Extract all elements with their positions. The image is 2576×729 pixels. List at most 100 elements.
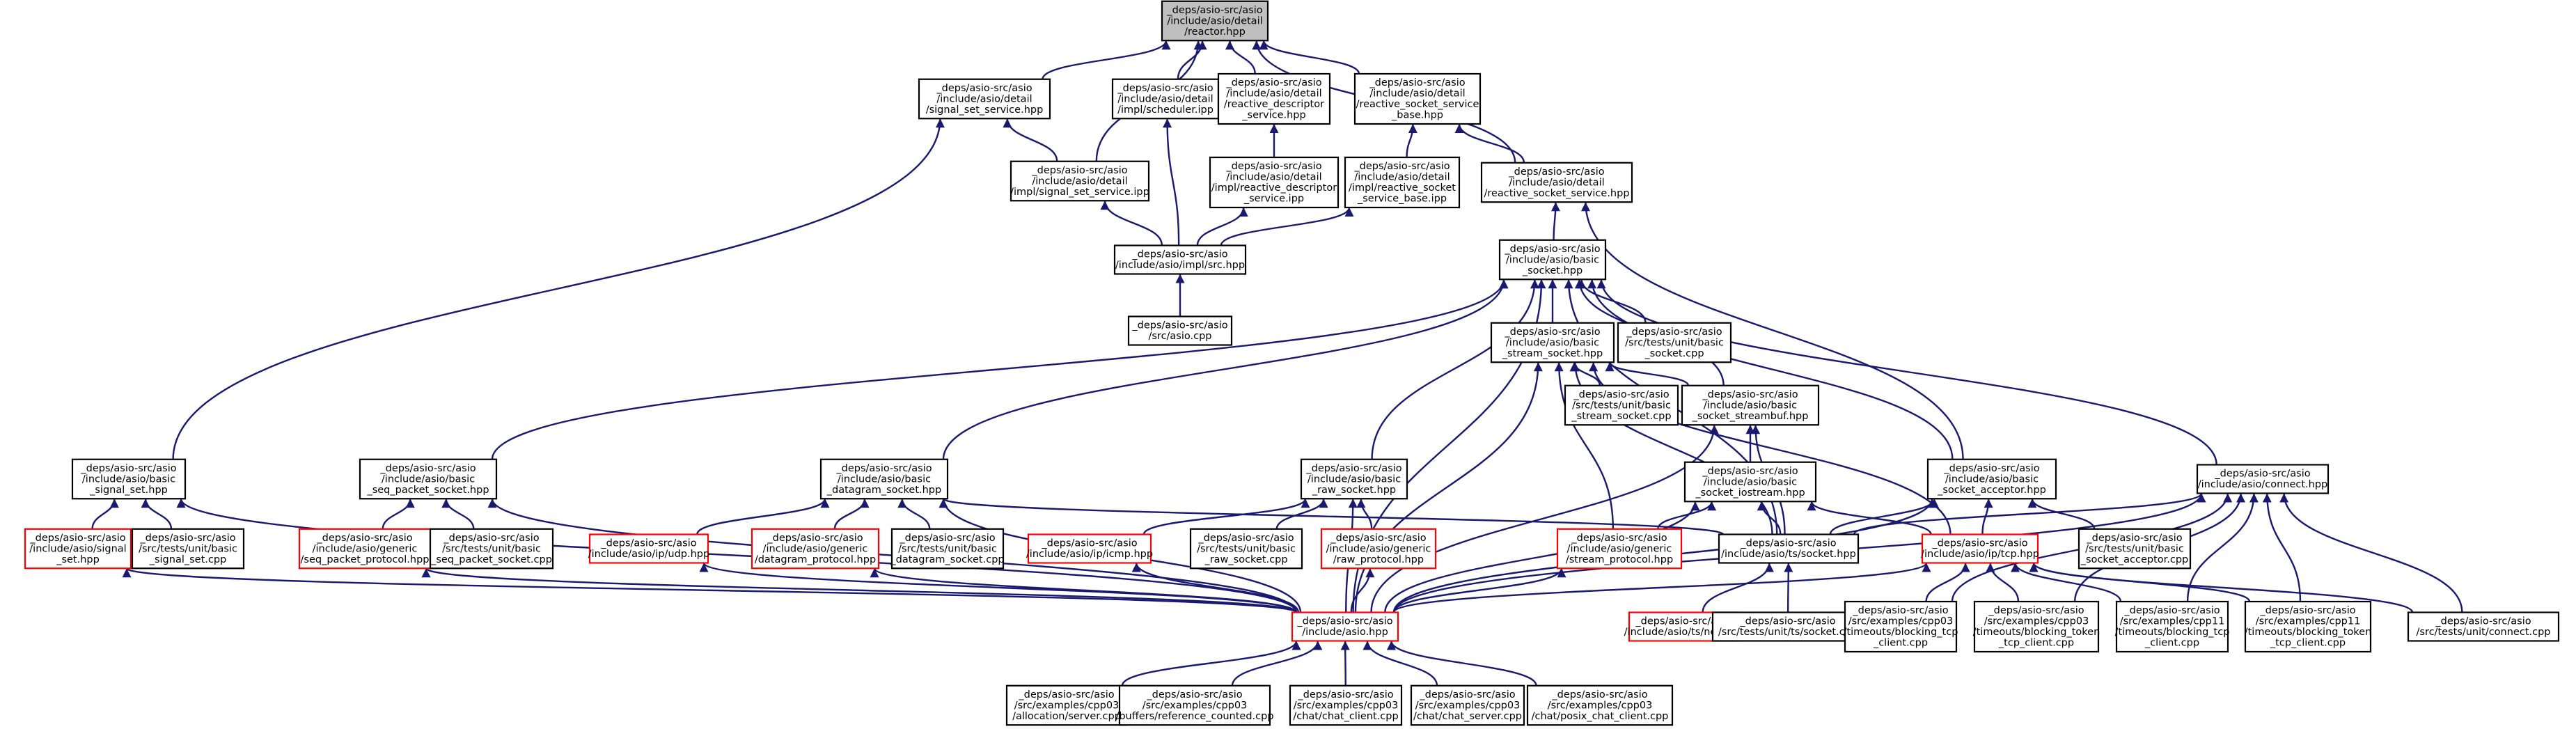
node-label-line: /impl/reactive_socket <box>1349 182 1456 194</box>
node-basic_stream_socket[interactable]: _deps/asio-src/asio/include/asio/basic_s… <box>1490 322 1615 363</box>
node-scheduler_ipp[interactable]: _deps/asio-src/asio/include/asio/detail/… <box>1111 78 1220 120</box>
node-reactive_socket_service_base[interactable]: _deps/asio-src/asio/include/asio/detail/… <box>1353 72 1482 125</box>
edge-ip_icmp-to-basic_raw_socket <box>1142 498 1310 535</box>
node-label-line: /include/asio/basic <box>1704 476 1797 487</box>
node-tests_basic_raw_socket[interactable]: _deps/asio-src/asio/src/tests/unit/basic… <box>1189 528 1303 570</box>
edge-tests_ts_socket-to-ts_socket <box>1784 563 1793 613</box>
node-label-line: /include/asio/detail <box>936 93 1032 104</box>
edge-tests_basic_signal_set-to-basic_signal_set <box>141 499 173 529</box>
node-box <box>1681 384 1820 426</box>
node-tests_basic_datagram_socket[interactable]: _deps/asio-src/asio/src/tests/unit/basic… <box>890 528 1005 570</box>
edge-ex_chat_client-to-asio_hpp <box>1340 641 1350 686</box>
node-signal_set[interactable]: _deps/asio-src/asio/include/asio/signal_… <box>24 528 132 570</box>
node-ex_allocation_server[interactable]: _deps/asio-src/asio/src/examples/cpp03/a… <box>1005 684 1128 726</box>
edge-signal_set-to-basic_signal_set <box>91 499 119 529</box>
node-box <box>1926 458 2057 500</box>
node-ip_udp[interactable]: _deps/asio-src/asio/include/asio/ip/udp.… <box>588 533 709 564</box>
node-basic_socket_iostream[interactable]: _deps/asio-src/asio/include/asio/basic_s… <box>1683 461 1817 503</box>
node-connect[interactable]: _deps/asio-src/asio/include/asio/connect… <box>2196 464 2330 494</box>
node-label-line: _deps/asio-src/asio <box>1740 538 1836 549</box>
node-generic_seq_packet_protocol[interactable]: _deps/asio-src/asio/include/asio/generic… <box>298 528 432 570</box>
node-box <box>1490 322 1615 363</box>
node-basic_socket_streambuf[interactable]: _deps/asio-src/asio/include/asio/basic_s… <box>1681 384 1820 426</box>
node-basic_signal_set[interactable]: _deps/asio-src/asio/include/asio/basic_s… <box>71 458 187 500</box>
node-box <box>1617 322 1732 363</box>
node-label-line: _deps/asio-src/asio <box>2259 605 2355 616</box>
node-label-line: /include/asio/detail <box>1167 15 1262 26</box>
node-ex_blocking_tcp_client_11[interactable]: _deps/asio-src/asio/src/examples/cpp11/t… <box>2115 600 2230 653</box>
node-label-line: /src/examples/cpp03 <box>1984 616 2089 627</box>
node-signal_set_service_ipp[interactable]: _deps/asio-src/asio/include/asio/detail/… <box>1010 160 1150 202</box>
node-ex_blocking_tcp_client_03[interactable]: _deps/asio-src/asio/src/examples/cpp03/t… <box>1844 600 1958 653</box>
node-box <box>24 528 132 570</box>
node-label-line: /timeouts/blocking_tcp <box>2115 627 2230 638</box>
node-generic_datagram_protocol[interactable]: _deps/asio-src/asio/include/asio/generic… <box>751 528 880 570</box>
node-reactor[interactable]: _deps/asio-src/asio/include/asio/detail/… <box>1161 0 1269 42</box>
node-tests_ts_socket[interactable]: _deps/asio-src/asio/src/tests/unit/ts/so… <box>1711 611 1864 642</box>
node-ex_blocking_token_tcp_client_03[interactable]: _deps/asio-src/asio/src/examples/cpp03/t… <box>1973 600 2100 653</box>
node-ex_chat_client[interactable]: _deps/asio-src/asio/src/examples/cpp03/c… <box>1289 684 1403 726</box>
edge-impl_src-to-signal_set_service_ipp <box>1100 201 1163 246</box>
node-reactive_socket_service_base_ipp[interactable]: _deps/asio-src/asio/include/asio/detail/… <box>1344 156 1461 209</box>
node-label-line: /include/asio/basic <box>382 473 475 485</box>
node-tests_basic_socket[interactable]: _deps/asio-src/asio/src/tests/unit/basic… <box>1617 322 1732 363</box>
node-box <box>1111 78 1220 120</box>
node-ex_chat_server[interactable]: _deps/asio-src/asio/src/examples/cpp03/c… <box>1410 684 1525 726</box>
node-box <box>1718 533 1860 564</box>
node-basic_seq_packet_socket[interactable]: _deps/asio-src/asio/include/asio/basic_s… <box>359 458 498 500</box>
edge-impl_src-to-scheduler_ipp <box>1163 118 1180 246</box>
node-ip_tcp[interactable]: _deps/asio-src/asio/include/asio/ip/tcp.… <box>1921 533 2039 564</box>
node-label-line: _deps/asio-src/asio <box>1197 533 1294 544</box>
node-label-line: /include/asio/basic <box>1945 473 2039 485</box>
node-label-line: _deps/asio-src/asio <box>80 463 176 474</box>
node-basic_socket_acceptor[interactable]: _deps/asio-src/asio/include/asio/basic_s… <box>1926 458 2057 500</box>
node-tests_basic_signal_set[interactable]: _deps/asio-src/asio/src/tests/unit/basic… <box>131 528 245 570</box>
node-box <box>2078 528 2192 570</box>
node-basic_socket[interactable]: _deps/asio-src/asio/include/asio/basic_s… <box>1498 239 1607 281</box>
node-generic_stream_protocol[interactable]: _deps/asio-src/asio/include/asio/generic… <box>1556 528 1683 570</box>
node-ip_icmp[interactable]: _deps/asio-src/asio/include/asio/ip/icmp… <box>1026 533 1153 564</box>
node-label-line: /timeouts/blocking_token <box>2245 627 2372 638</box>
node-label-line: /src/examples/cpp11 <box>2256 616 2361 627</box>
node-box <box>1320 528 1437 570</box>
node-impl_src[interactable]: _deps/asio-src/asio/include/asio/impl/sr… <box>1113 244 1247 275</box>
edge-ex_blocking_tcp_client_11-to-connect <box>2186 493 2259 602</box>
edge-generic_seq_packet_protocol-to-basic_seq_packet_socket <box>382 499 415 529</box>
node-reactive_descriptor_service[interactable]: _deps/asio-src/asio/include/asio/detail/… <box>1217 72 1331 125</box>
node-label-line: _service_base.ipp <box>1357 194 1447 205</box>
node-label-line: /include/asio/generic <box>763 543 868 554</box>
node-reactive_socket_service[interactable]: _deps/asio-src/asio/include/asio/detail/… <box>1480 162 1633 203</box>
node-label-line: _deps/asio-src/asio <box>1702 466 1798 477</box>
node-box <box>1921 533 2039 564</box>
node-tests_basic_socket_acceptor[interactable]: _deps/asio-src/asio/src/tests/unit/basic… <box>2078 528 2192 570</box>
node-ex_buffers_reference_counted[interactable]: _deps/asio-src/asio/src/examples/cpp03/b… <box>1115 684 1274 726</box>
node-label-line: /include/asio/ip/tcp.hpp <box>1921 549 2039 560</box>
node-label-line: _client.cpp <box>1873 638 1928 649</box>
edge-signal_set_service_ipp-to-signal_set_service_hpp <box>1003 118 1058 162</box>
node-label-line: _deps/asio-src/asio <box>2214 469 2310 480</box>
node-basic_datagram_socket[interactable]: _deps/asio-src/asio/include/asio/basic_d… <box>819 458 949 500</box>
node-box <box>1300 458 1408 500</box>
node-asio_hpp[interactable]: _deps/asio-src/asio/include/asio.hpp <box>1291 611 1399 642</box>
node-generic_raw_protocol[interactable]: _deps/asio-src/asio/include/asio/generic… <box>1320 528 1437 570</box>
node-tests_basic_stream_socket[interactable]: _deps/asio-src/asio/src/tests/unit/basic… <box>1564 384 1679 426</box>
edge-asio_hpp-to-basic_socket_iostream <box>1384 501 1700 613</box>
node-box <box>751 528 880 570</box>
node-label-line: /include/asio/detail <box>1226 88 1321 100</box>
node-label-line: _deps/asio-src/asio <box>139 533 235 544</box>
node-box <box>1189 528 1303 570</box>
node-basic_raw_socket[interactable]: _deps/asio-src/asio/include/asio/basic_r… <box>1300 458 1408 500</box>
node-asio_cpp[interactable]: _deps/asio-src/asio/src/asio.cpp <box>1127 315 1233 346</box>
node-signal_set_service_hpp[interactable]: _deps/asio-src/asio/include/asio/detail/… <box>918 78 1051 120</box>
node-label-line: /include/asio/generic <box>1567 543 1672 554</box>
node-ts_socket[interactable]: _deps/asio-src/asio/include/asio/ts/sock… <box>1718 533 1860 564</box>
node-label-line: _deps/asio-src/asio <box>2435 616 2531 627</box>
node-ex_blocking_token_tcp_client_11[interactable]: _deps/asio-src/asio/src/examples/cpp11/t… <box>2245 600 2372 653</box>
node-ex_posix_chat_client[interactable]: _deps/asio-src/asio/src/examples/cpp03/c… <box>1526 684 1674 726</box>
edge-tests_connect-to-ip_tcp <box>2029 562 2414 613</box>
node-label-line: _deps/asio-src/asio <box>899 533 995 544</box>
node-label-line: /include/asio/detail <box>1032 175 1127 187</box>
node-tests_basic_seq_packet_socket[interactable]: _deps/asio-src/asio/src/tests/unit/basic… <box>429 528 554 570</box>
node-reactive_descriptor_service_ipp[interactable]: _deps/asio-src/asio/include/asio/detail/… <box>1209 156 1340 209</box>
node-tests_connect[interactable]: _deps/asio-src/asio/src/tests/unit/conne… <box>2407 611 2560 642</box>
